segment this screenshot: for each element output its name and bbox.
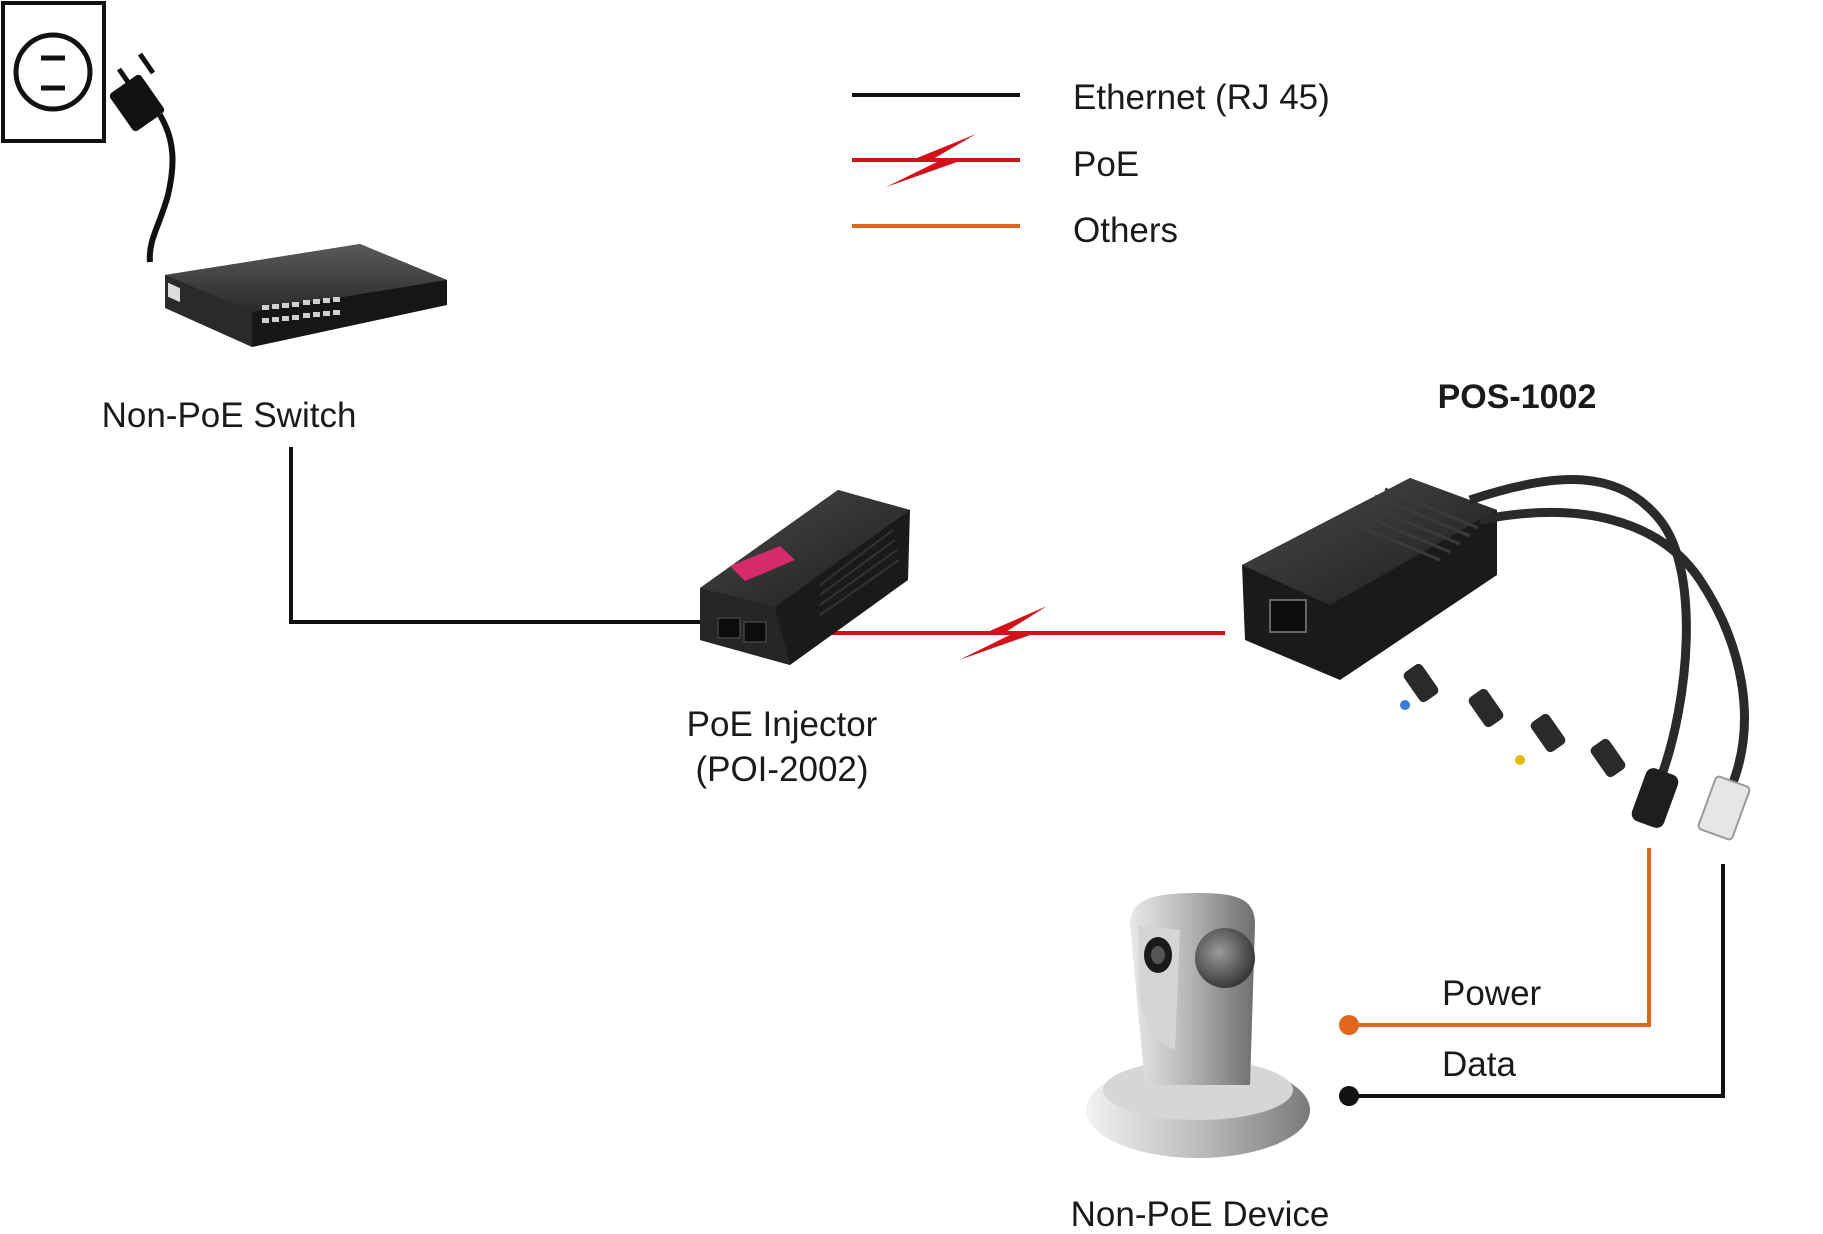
lightning-icon: [886, 134, 976, 187]
power-outlet-icon: [1, 1, 106, 143]
lightning-icon: [959, 606, 1047, 660]
power-link-splitter-to-device: [1349, 848, 1651, 1027]
legend-label-ethernet: Ethernet (RJ 45): [1073, 78, 1330, 117]
ethernet-link-switch-to-injector: [289, 447, 706, 624]
splitter-label: POS-1002: [1437, 378, 1597, 416]
legend: [852, 93, 1020, 228]
device-label: Non-PoE Device: [1070, 1195, 1330, 1234]
legend-label-poe: PoE: [1073, 145, 1140, 184]
network-switch-icon: [165, 244, 447, 347]
poe-splitter-icon: [1242, 475, 1751, 841]
ip-camera-icon: [1086, 893, 1310, 1158]
injector-label: PoE Injector: [686, 705, 878, 744]
power-plug-icon: [109, 52, 176, 263]
poe-injector-icon: [700, 490, 910, 665]
switch-label: Non-PoE Switch: [101, 396, 357, 435]
data-end-dot: [1339, 1086, 1359, 1106]
data-link-splitter-to-device: [1349, 864, 1725, 1098]
legend-label-others: Others: [1073, 211, 1179, 250]
legend-poe-line: [852, 134, 1020, 187]
power-end-dot: [1339, 1015, 1359, 1035]
injector-model-label: (POI-2002): [695, 750, 869, 789]
data-label: Data: [1442, 1045, 1516, 1084]
power-label: Power: [1442, 974, 1542, 1013]
